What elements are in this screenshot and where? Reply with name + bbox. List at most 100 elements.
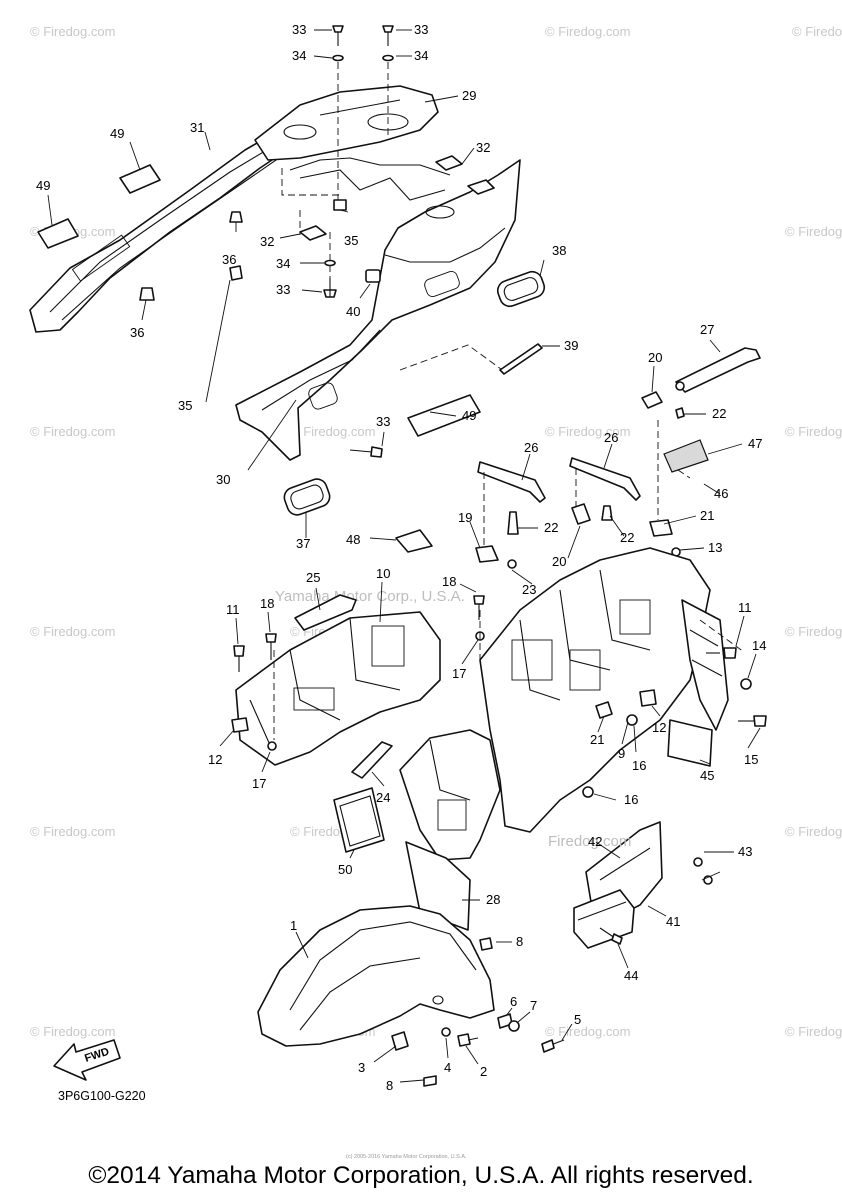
- front-fender-assembly: [257, 905, 565, 1087]
- callout-49: 49: [462, 408, 476, 423]
- callout-26: 26: [604, 430, 618, 445]
- callout-24: 24: [376, 790, 390, 805]
- callout-1: 1: [290, 918, 297, 933]
- callout-2: 2: [480, 1064, 487, 1079]
- callout-13: 13: [708, 540, 722, 555]
- washer-34: [324, 259, 336, 267]
- bolt-11: [233, 645, 245, 672]
- callout-21: 21: [700, 508, 714, 523]
- rivet-22: [601, 505, 613, 521]
- site-watermark: © Firedog.com: [30, 1024, 115, 1039]
- callout-6: 6: [510, 994, 517, 1009]
- site-watermark: © Firedog.com: [30, 424, 115, 439]
- screw-33: [382, 25, 394, 46]
- nut-plate-32: [467, 179, 495, 195]
- screw-33: [323, 278, 337, 298]
- callout-49: 49: [110, 126, 124, 141]
- nut-plate-32: [299, 225, 327, 241]
- site-watermark: © Firedog.com: [785, 224, 842, 239]
- license-light-assembly: [573, 821, 713, 949]
- rivet-22: [507, 511, 519, 535]
- callout-22: 22: [620, 530, 634, 545]
- collar-7: [508, 1020, 520, 1032]
- callout-33: 33: [276, 282, 290, 297]
- callout-17: 17: [252, 776, 266, 791]
- damper-12: [231, 717, 249, 733]
- rear-fender-assembly: [231, 547, 767, 861]
- callout-20: 20: [552, 554, 566, 569]
- callout-34: 34: [292, 48, 306, 63]
- callout-26: 26: [524, 440, 538, 455]
- mud-flap-28: [405, 841, 471, 931]
- screw-18: [473, 595, 485, 620]
- damper-8: [479, 937, 493, 951]
- callout-42: 42: [588, 834, 602, 849]
- callout-10: 10: [376, 566, 390, 581]
- strap-27: [675, 347, 761, 393]
- callout-23: 23: [522, 582, 536, 597]
- cowl-inner-bracket: [299, 169, 446, 201]
- site-watermark: © Firedog.com: [30, 24, 115, 39]
- washer-34: [382, 54, 394, 62]
- grommet-36: [229, 211, 243, 223]
- callout-34: 34: [276, 256, 290, 271]
- washer-34: [332, 54, 344, 62]
- diagram-code: 3P6G100-G220: [58, 1089, 146, 1103]
- screw-33: [332, 25, 344, 46]
- copyright-notice: ©2014 Yamaha Motor Corporation, U.S.A. A…: [88, 1162, 754, 1189]
- callout-16: 16: [624, 792, 638, 807]
- bracket-21: [649, 519, 673, 537]
- emblem-38: [496, 270, 546, 308]
- screw-43: [693, 857, 703, 867]
- callout-27: 27: [700, 322, 714, 337]
- rivet-22: [675, 407, 685, 419]
- callout-22: 22: [544, 520, 558, 535]
- site-watermark: © Firedog.com: [545, 1024, 630, 1039]
- callout-29: 29: [462, 88, 476, 103]
- pad-45: [667, 719, 713, 767]
- callout-17: 17: [452, 666, 466, 681]
- bolt-5: [541, 1039, 565, 1053]
- callout-30: 30: [216, 472, 230, 487]
- screw-44: [599, 927, 623, 945]
- callout-11: 11: [738, 600, 752, 615]
- site-watermark: © Firedog.com: [30, 624, 115, 639]
- callout-40: 40: [346, 304, 360, 319]
- callout-18: 18: [442, 574, 456, 589]
- callout-46: 46: [714, 486, 728, 501]
- strap-24: [351, 741, 393, 779]
- callout-4: 4: [444, 1060, 451, 1075]
- callout-14: 14: [752, 638, 766, 653]
- callout-38: 38: [552, 243, 566, 258]
- upper-cowl-29: [254, 85, 439, 161]
- callout-32: 32: [476, 140, 490, 155]
- callout-11: 11: [226, 602, 240, 617]
- label-49: [37, 218, 79, 249]
- tape-47: [663, 439, 709, 473]
- site-watermark: © Firedog.com: [785, 624, 842, 639]
- nut-plate-32: [435, 155, 463, 171]
- callout-18: 18: [260, 596, 274, 611]
- callout-45: 45: [700, 768, 714, 783]
- bracket-20: [641, 391, 663, 409]
- inner-fender: [399, 729, 501, 861]
- site-watermark: © Firedog.com: [792, 24, 842, 39]
- callout-50: 50: [338, 862, 352, 877]
- damper-40: [365, 269, 381, 283]
- site-watermark: © Firedog.com: [785, 424, 842, 439]
- collar-4: [441, 1027, 451, 1037]
- callout-47: 47: [748, 436, 762, 451]
- tail-cowl-assembly: [29, 25, 546, 516]
- plate-48: [395, 529, 433, 553]
- callout-3: 3: [358, 1060, 365, 1075]
- light-42: [573, 889, 635, 949]
- callout-32: 32: [260, 234, 274, 249]
- front-fender-1: [257, 905, 495, 1047]
- callout-28: 28: [486, 892, 500, 907]
- upper-right-brackets: [395, 347, 761, 569]
- callout-5: 5: [574, 1012, 581, 1027]
- bolt-3: [391, 1031, 409, 1051]
- bolt-11: [706, 647, 737, 659]
- nut-23: [507, 559, 517, 569]
